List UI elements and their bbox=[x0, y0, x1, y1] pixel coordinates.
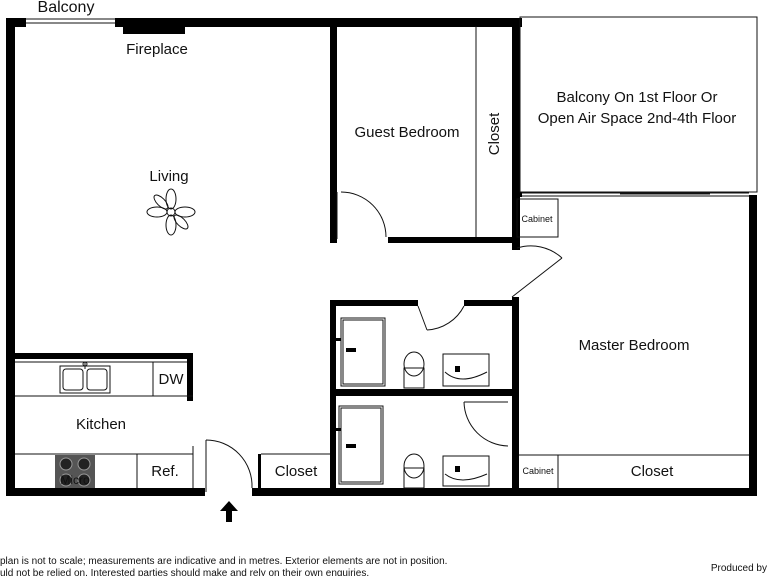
cabinet-top-label: Cabinet bbox=[521, 214, 553, 224]
bathroom-2-fixtures bbox=[336, 405, 490, 489]
kitchen-label: Kitchen bbox=[76, 416, 126, 433]
dishwasher-label: DW bbox=[159, 371, 185, 388]
arrow-up-icon bbox=[220, 501, 238, 522]
bathroom-1-fixtures bbox=[336, 317, 490, 389]
guest-bedroom-label: Guest Bedroom bbox=[354, 124, 459, 141]
fireplace-label: Fireplace bbox=[126, 41, 188, 58]
hall-closet-label: Closet bbox=[275, 463, 318, 480]
doors bbox=[205, 191, 563, 492]
fridge-label: Ref. bbox=[151, 463, 179, 480]
disclaimer-line-1: plan is not to scale; measurements are i… bbox=[0, 556, 447, 567]
guest-closet-label: Closet bbox=[486, 112, 503, 155]
master-bedroom-label: Master Bedroom bbox=[579, 337, 690, 354]
balcony-top-label: Balcony bbox=[38, 0, 95, 16]
double-sink-icon bbox=[59, 361, 111, 394]
balcony-open-air-label-2: Open Air Space 2nd-4th Floor bbox=[538, 110, 736, 127]
cabinet-bottom-label: Cabinet bbox=[522, 466, 554, 476]
micro-label: Micro bbox=[60, 473, 90, 487]
ceiling-fan-icon bbox=[146, 188, 196, 236]
disclaimer-line-2: uld not be relied on. Interested parties… bbox=[0, 568, 369, 576]
balcony-open-air-label-1: Balcony On 1st Floor Or bbox=[557, 89, 718, 106]
walls bbox=[6, 18, 757, 496]
cooktop-icon bbox=[55, 455, 95, 488]
living-label: Living bbox=[149, 168, 188, 185]
master-closet-label: Closet bbox=[631, 463, 674, 480]
produced-by-label: Produced by bbox=[711, 563, 767, 574]
fixture-lines bbox=[15, 16, 758, 488]
